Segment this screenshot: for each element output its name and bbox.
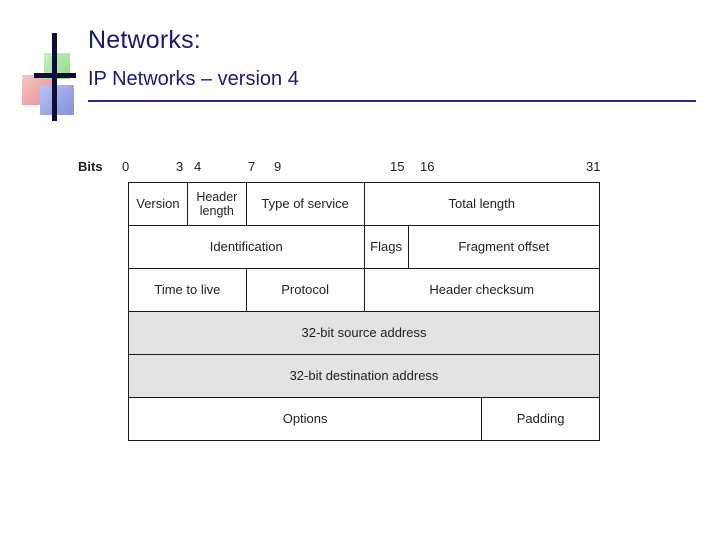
bit-tick-4: 4	[194, 159, 202, 174]
header-field-row: 32-bit source address	[128, 311, 600, 355]
bits-axis-label: Bits	[78, 159, 103, 174]
header-field-cell: Type of service	[245, 182, 365, 226]
bit-tick-31: 31	[586, 159, 601, 174]
bit-tick-3: 3	[176, 159, 184, 174]
header-field-cell: Fragment offset	[407, 225, 601, 269]
header-field-cell: Header checksum	[363, 268, 600, 312]
header-field-cell: 32-bit source address	[128, 311, 600, 355]
decorative-bullet-graphic	[22, 33, 84, 121]
bit-tick-9: 9	[274, 159, 282, 174]
header-field-cell: Total length	[363, 182, 600, 226]
page-title: Networks:	[88, 26, 201, 54]
header-field-cell: Time to live	[128, 268, 247, 312]
header-field-row: 32-bit destination address	[128, 354, 600, 398]
header-field-cell: 32-bit destination address	[128, 354, 600, 398]
slide-title-block: Networks: IP Networks – version 4	[0, 0, 720, 121]
header-field-cell: Options	[127, 397, 483, 441]
bit-tick-7: 7	[248, 159, 256, 174]
bit-tick-16: 16	[420, 159, 435, 174]
header-field-cell: Protocol	[245, 268, 365, 312]
bit-tick-15: 15	[390, 159, 405, 174]
header-field-cell: Version	[128, 182, 188, 226]
header-field-cell: Flags	[363, 225, 409, 269]
title-divider	[88, 100, 696, 102]
header-field-cell: Padding	[481, 397, 600, 441]
page-subtitle: IP Networks – version 4	[88, 68, 299, 90]
deco-blue-square	[40, 85, 74, 115]
deco-horizontal-bar	[34, 73, 76, 78]
bit-tick-0: 0	[122, 159, 130, 174]
header-field-cell: Identification	[128, 225, 365, 269]
